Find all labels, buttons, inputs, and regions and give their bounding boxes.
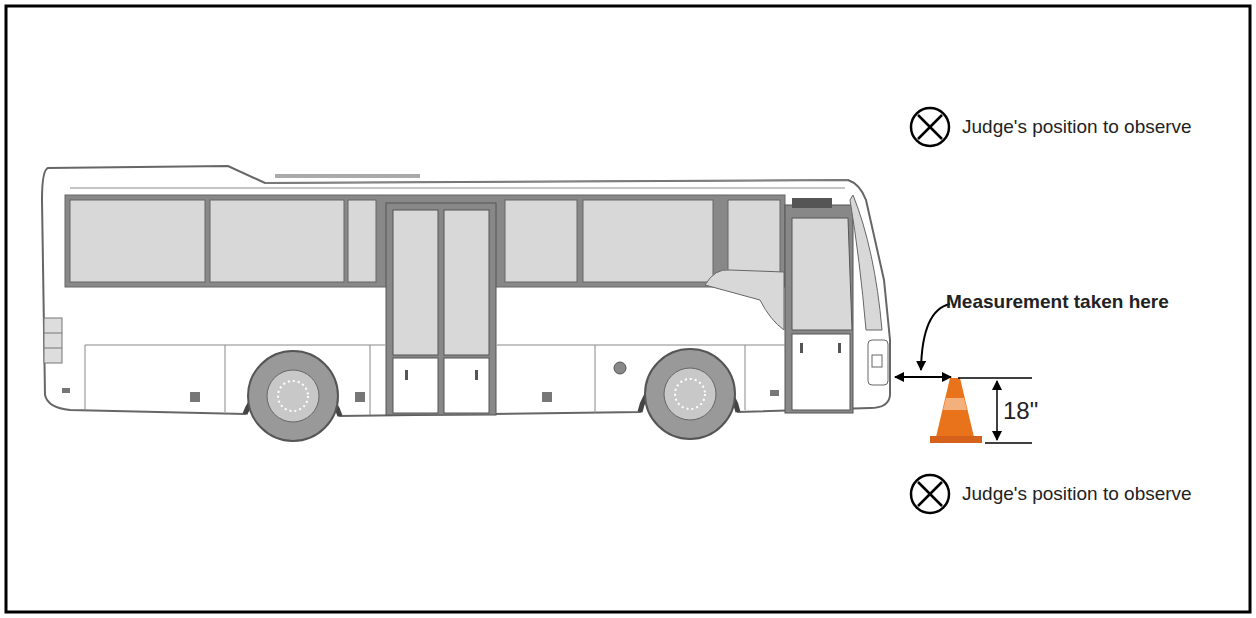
judge-position-label: Judge's position to observe bbox=[962, 117, 1192, 138]
dimension-label: 18" bbox=[1003, 398, 1038, 424]
frame bbox=[6, 6, 1250, 612]
measurement-label: Measurement taken here bbox=[946, 292, 1169, 313]
bus-body bbox=[42, 166, 890, 416]
measurement-arrow bbox=[895, 304, 951, 377]
judge-position-symbol bbox=[911, 108, 949, 513]
wheels bbox=[245, 349, 738, 441]
judge-position-label: Judge's position to observe bbox=[962, 484, 1192, 505]
traffic-cone bbox=[930, 378, 982, 443]
